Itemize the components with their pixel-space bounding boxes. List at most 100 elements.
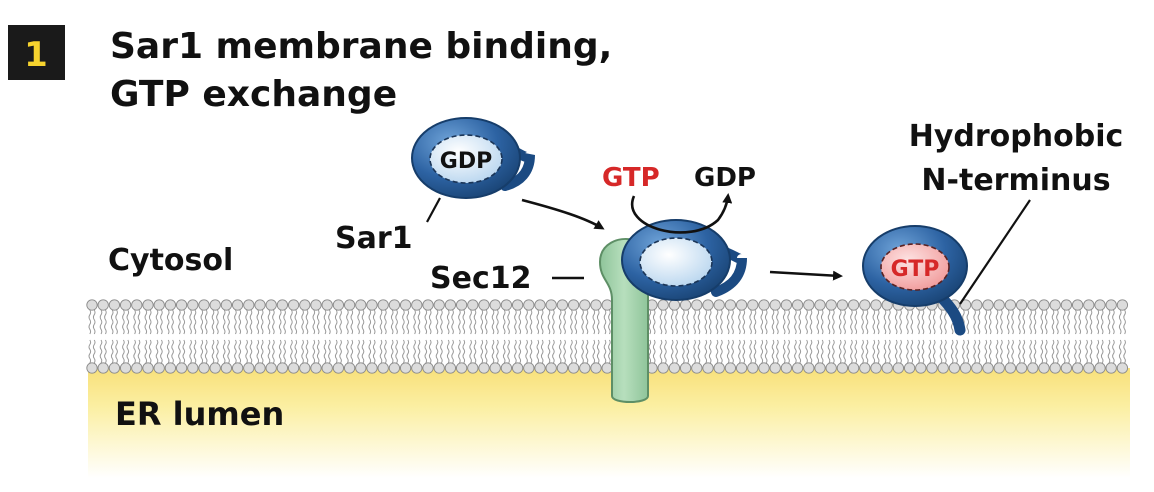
lipid-head — [601, 299, 613, 311]
lipid-tail — [798, 339, 802, 364]
lipid-head — [1038, 299, 1050, 311]
lipid-head — [164, 362, 177, 374]
lipid-tail — [1112, 309, 1115, 335]
lipid-tail — [334, 309, 338, 335]
lipid-tail — [294, 309, 298, 335]
lipid-head — [1015, 362, 1028, 374]
lipid-tail — [305, 339, 309, 364]
lipid-tail — [133, 309, 136, 335]
lipid-tail — [708, 339, 712, 364]
lipid-tail — [984, 339, 988, 364]
lipid-head — [142, 299, 154, 311]
lipid-head — [343, 362, 356, 374]
lipid-tail — [283, 309, 286, 335]
lipid-tail — [148, 309, 152, 335]
lipid-tail — [686, 339, 690, 364]
lipid-tail — [249, 339, 253, 364]
lipid-tail — [850, 339, 853, 364]
lipid-head — [814, 362, 826, 374]
lipid-tail — [290, 339, 293, 364]
lipid-head — [579, 362, 591, 374]
lipid-head — [276, 299, 289, 311]
lipid-tail — [88, 339, 92, 364]
sar1-pointer — [426, 197, 441, 223]
lipid-head — [657, 299, 669, 311]
lipid-tail — [473, 309, 477, 335]
lipid-tail — [390, 309, 394, 335]
lipid-tail — [1044, 309, 1048, 335]
lipid-tail — [686, 309, 690, 335]
lipid-head — [164, 299, 177, 311]
lipid-tail — [518, 309, 522, 335]
lipid-tail — [260, 309, 264, 335]
lipid-tail — [1033, 339, 1037, 364]
lipid-tail — [760, 309, 764, 335]
lipid-head — [287, 299, 300, 311]
lipid-tail — [1089, 339, 1093, 364]
lipid-head — [1083, 362, 1095, 374]
lipid-tail — [137, 339, 141, 364]
lipid-tail — [122, 339, 125, 364]
lipid-head — [299, 299, 311, 311]
lipid-tail — [222, 309, 226, 335]
lipid-tail — [92, 309, 96, 335]
lipid-tail — [278, 339, 282, 364]
lipid-head — [657, 362, 669, 374]
lipid-tail — [995, 339, 999, 364]
lipid-tail — [888, 339, 891, 364]
lipid-head — [668, 299, 681, 311]
lipid-head — [209, 299, 221, 311]
lipid-head — [1038, 362, 1050, 374]
lipid-tail — [782, 339, 786, 364]
lipid-tail — [451, 339, 454, 364]
lipid-tail — [189, 309, 192, 335]
lipid-head — [567, 299, 580, 311]
lipid-tail — [832, 339, 835, 364]
lipid-tail — [473, 339, 477, 364]
lipid-tail — [742, 309, 746, 335]
lipid-head — [545, 362, 557, 374]
hydrophobic-label-line-2: N-terminus — [921, 163, 1110, 198]
lipid-tail — [966, 309, 970, 335]
lipid-head — [713, 362, 725, 374]
lipid-tail — [110, 339, 114, 364]
lipid-tail — [402, 309, 405, 335]
lipid-head — [97, 299, 109, 311]
lipid-tail — [715, 339, 719, 364]
lipid-head — [971, 362, 983, 374]
lipid-head — [758, 362, 770, 374]
lipid-tail — [1112, 339, 1115, 364]
lipid-tail — [316, 309, 320, 335]
lipid-tail — [977, 339, 981, 364]
lipid-head — [691, 299, 703, 311]
lipid-tail — [92, 339, 96, 364]
lipid-head — [534, 362, 546, 374]
lipid-tail — [850, 309, 853, 335]
lipid-head — [1027, 362, 1039, 374]
lipid-tail — [440, 309, 443, 335]
lipid-head — [982, 362, 994, 374]
lipid-tail — [372, 339, 376, 364]
lipid-head — [556, 362, 569, 374]
lipid-tail — [1074, 309, 1077, 335]
lipid-tail — [502, 339, 506, 364]
lipid-tail — [603, 339, 607, 364]
lipid-tail — [570, 309, 573, 335]
lipid-head — [803, 299, 815, 311]
lipid-head — [1049, 362, 1061, 374]
lipid-tail — [939, 339, 943, 364]
lipid-tail — [682, 309, 685, 335]
lipid-head — [780, 362, 793, 374]
lipid-head — [489, 362, 501, 374]
lipid-tail — [720, 309, 723, 335]
lipid-head — [724, 362, 737, 374]
lipid-tail — [995, 309, 999, 335]
lipid-tail — [446, 339, 450, 364]
lipid-tail — [798, 309, 802, 335]
lipid-head — [847, 299, 860, 311]
lipid-head — [321, 362, 333, 374]
lipid-tail — [749, 339, 752, 364]
lipid-head — [1094, 299, 1106, 311]
lipid-tail — [496, 339, 499, 364]
lipid-tail — [932, 309, 936, 335]
